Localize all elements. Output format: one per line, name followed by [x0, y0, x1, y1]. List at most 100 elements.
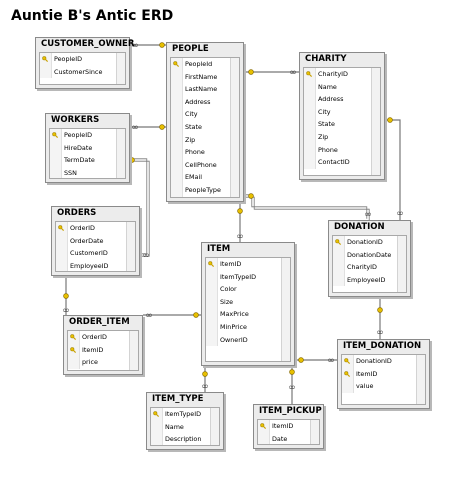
column-row[interactable]: price [68, 356, 138, 369]
column-row[interactable]: EMail [171, 171, 239, 184]
column-row[interactable]: ItemTypeID [206, 270, 290, 284]
column-name: OrderID [82, 333, 107, 341]
column-row[interactable]: Size [206, 295, 290, 309]
scrollbar[interactable] [210, 408, 219, 445]
column-row[interactable]: ItemID [258, 420, 319, 433]
column-row[interactable]: Date [258, 432, 319, 444]
column-row[interactable]: PeopleId [171, 58, 239, 71]
column-row[interactable]: City [171, 108, 239, 121]
relationship-orders-order-item[interactable]: ∞ [62, 276, 70, 316]
column-row[interactable]: ItemID [342, 367, 425, 381]
column-row[interactable]: Description [151, 433, 219, 445]
column-row[interactable]: SSN [50, 166, 125, 178]
scrollbar[interactable] [397, 236, 406, 292]
column-row[interactable]: Name [304, 80, 380, 94]
column-row[interactable]: OrderID [68, 331, 138, 344]
relationship-item-item-type[interactable]: ∞ [201, 366, 209, 392]
column-row[interactable]: ItemTypeID [151, 408, 219, 421]
column-row[interactable]: MinPrice [206, 320, 290, 334]
column-row[interactable]: LastName [171, 83, 239, 96]
scrollbar[interactable] [310, 420, 319, 444]
scrollbar[interactable] [116, 53, 125, 84]
column-row[interactable]: ContactID [304, 156, 380, 169]
column-row[interactable]: MaxPrice [206, 308, 290, 321]
relationship-people-item[interactable]: ∞ [236, 202, 244, 242]
scrollbar[interactable] [371, 68, 380, 175]
column-row[interactable]: value [342, 380, 425, 393]
relationship-people-workers[interactable]: ∞ [130, 123, 166, 133]
column-row[interactable]: CustomerSince [40, 65, 125, 79]
row-selector [258, 432, 270, 444]
column-row[interactable]: TermDate [50, 154, 125, 167]
column-row[interactable]: EmployeeID [56, 259, 135, 271]
column-row[interactable]: OrderID [56, 222, 135, 235]
relationship-people-charity[interactable]: ∞ [244, 68, 299, 78]
row-selector [56, 234, 68, 248]
column-row[interactable]: DonationDate [333, 248, 406, 262]
column-row[interactable]: Phone [171, 146, 239, 159]
column-row[interactable]: PeopleType [171, 183, 239, 197]
column-row[interactable]: Address [171, 95, 239, 109]
column-row[interactable]: Name [151, 420, 219, 434]
column-row[interactable]: OrderDate [56, 234, 135, 248]
column-row[interactable]: CellPhone [171, 158, 239, 172]
column-name: OrderDate [70, 236, 104, 245]
column-row[interactable]: ItemID [68, 343, 138, 357]
column-row[interactable]: City [304, 105, 380, 119]
column-row[interactable]: Color [206, 283, 290, 296]
column-row[interactable]: CharityID [333, 261, 406, 274]
relationship-workers-orders[interactable]: ∞ [128, 157, 150, 261]
relationship-item-item-pickup[interactable]: ∞ [288, 366, 296, 404]
relationship-donation-item-donation[interactable]: ∞ [376, 297, 384, 339]
column-row[interactable]: DonationID [342, 355, 425, 368]
column-name: Name [165, 422, 184, 431]
column-row[interactable]: Phone [304, 143, 380, 157]
row-selector [304, 118, 316, 131]
row-selector [206, 295, 218, 309]
relationship-item-order-item[interactable]: ∞ [143, 311, 201, 321]
row-selector [304, 143, 316, 157]
scrollbar[interactable] [126, 222, 135, 271]
column-name: State [185, 122, 202, 131]
column-row[interactable]: EmployeeID [333, 273, 406, 287]
column-row[interactable]: Zip [171, 133, 239, 147]
relationship-item-item-donation[interactable]: ∞ [295, 356, 337, 366]
column-row[interactable]: Address [304, 93, 380, 106]
column-row[interactable]: CustomerID [56, 247, 135, 260]
column-row[interactable]: ItemID [206, 258, 290, 271]
column-row[interactable]: DonationID [333, 236, 406, 249]
relationship-charity-donation[interactable]: ∞ [385, 117, 404, 220]
relationship-people-donation[interactable]: ∞ [242, 193, 372, 222]
column-row[interactable]: CharityID [304, 68, 380, 81]
column-name: EmployeeID [347, 275, 386, 284]
column-row[interactable]: PeopleID [50, 129, 125, 142]
column-row[interactable]: HireDate [50, 141, 125, 155]
column-row[interactable]: OwnerID [206, 333, 290, 347]
row-selector [304, 105, 316, 119]
scrollbar[interactable] [230, 58, 239, 197]
column-row[interactable]: FirstName [171, 70, 239, 84]
column-row[interactable]: PeopleID [40, 53, 125, 66]
scrollbar[interactable] [281, 258, 290, 361]
column-row[interactable]: State [304, 118, 380, 131]
scrollbar[interactable] [116, 129, 125, 178]
row-selector [206, 333, 218, 347]
column-row[interactable]: Zip [304, 130, 380, 144]
relationship-people-customer-owner[interactable]: ∞ [130, 41, 166, 51]
column-row[interactable]: State [171, 120, 239, 134]
scrollbar[interactable] [416, 355, 425, 404]
scrollbar[interactable] [129, 331, 138, 370]
